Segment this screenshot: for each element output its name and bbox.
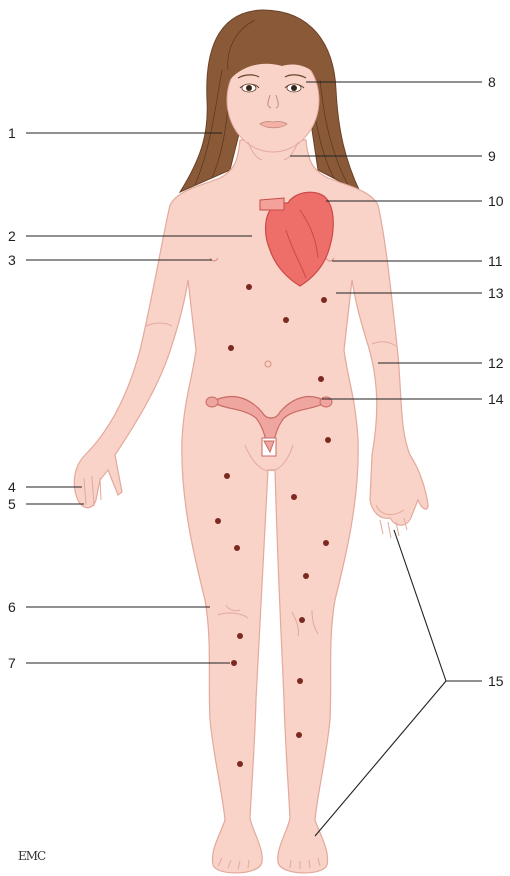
label-11: 11 <box>488 253 503 269</box>
spot <box>321 297 327 303</box>
spot <box>297 678 303 684</box>
spot <box>215 518 221 524</box>
label-5: 5 <box>8 496 16 512</box>
label-8: 8 <box>488 74 496 90</box>
label-2: 2 <box>8 228 16 244</box>
leader-15-upper <box>394 530 482 681</box>
spot <box>234 545 240 551</box>
label-12: 12 <box>488 355 504 371</box>
label-7: 7 <box>8 655 16 671</box>
spot <box>224 473 230 479</box>
label-15: 15 <box>488 673 504 689</box>
body-silhouette <box>74 140 428 873</box>
spot <box>318 376 324 382</box>
label-14: 14 <box>488 391 504 407</box>
label-3: 3 <box>8 252 16 268</box>
spot <box>237 761 243 767</box>
spot <box>323 540 329 546</box>
spot <box>325 437 331 443</box>
spot <box>246 284 252 290</box>
child-figure <box>74 10 428 873</box>
label-4: 4 <box>8 479 16 495</box>
spot <box>303 573 309 579</box>
label-13: 13 <box>488 285 504 301</box>
label-6: 6 <box>8 599 16 615</box>
label-10: 10 <box>488 193 504 209</box>
spot <box>228 345 234 351</box>
spot <box>231 660 237 666</box>
spot <box>299 617 305 623</box>
spot <box>291 494 297 500</box>
publisher-mark: EMC <box>18 849 46 863</box>
spot <box>283 317 289 323</box>
label-9: 9 <box>488 148 496 164</box>
leader-15-lower <box>315 681 446 836</box>
spot <box>296 732 302 738</box>
label-1: 1 <box>8 125 16 141</box>
spot <box>237 633 243 639</box>
